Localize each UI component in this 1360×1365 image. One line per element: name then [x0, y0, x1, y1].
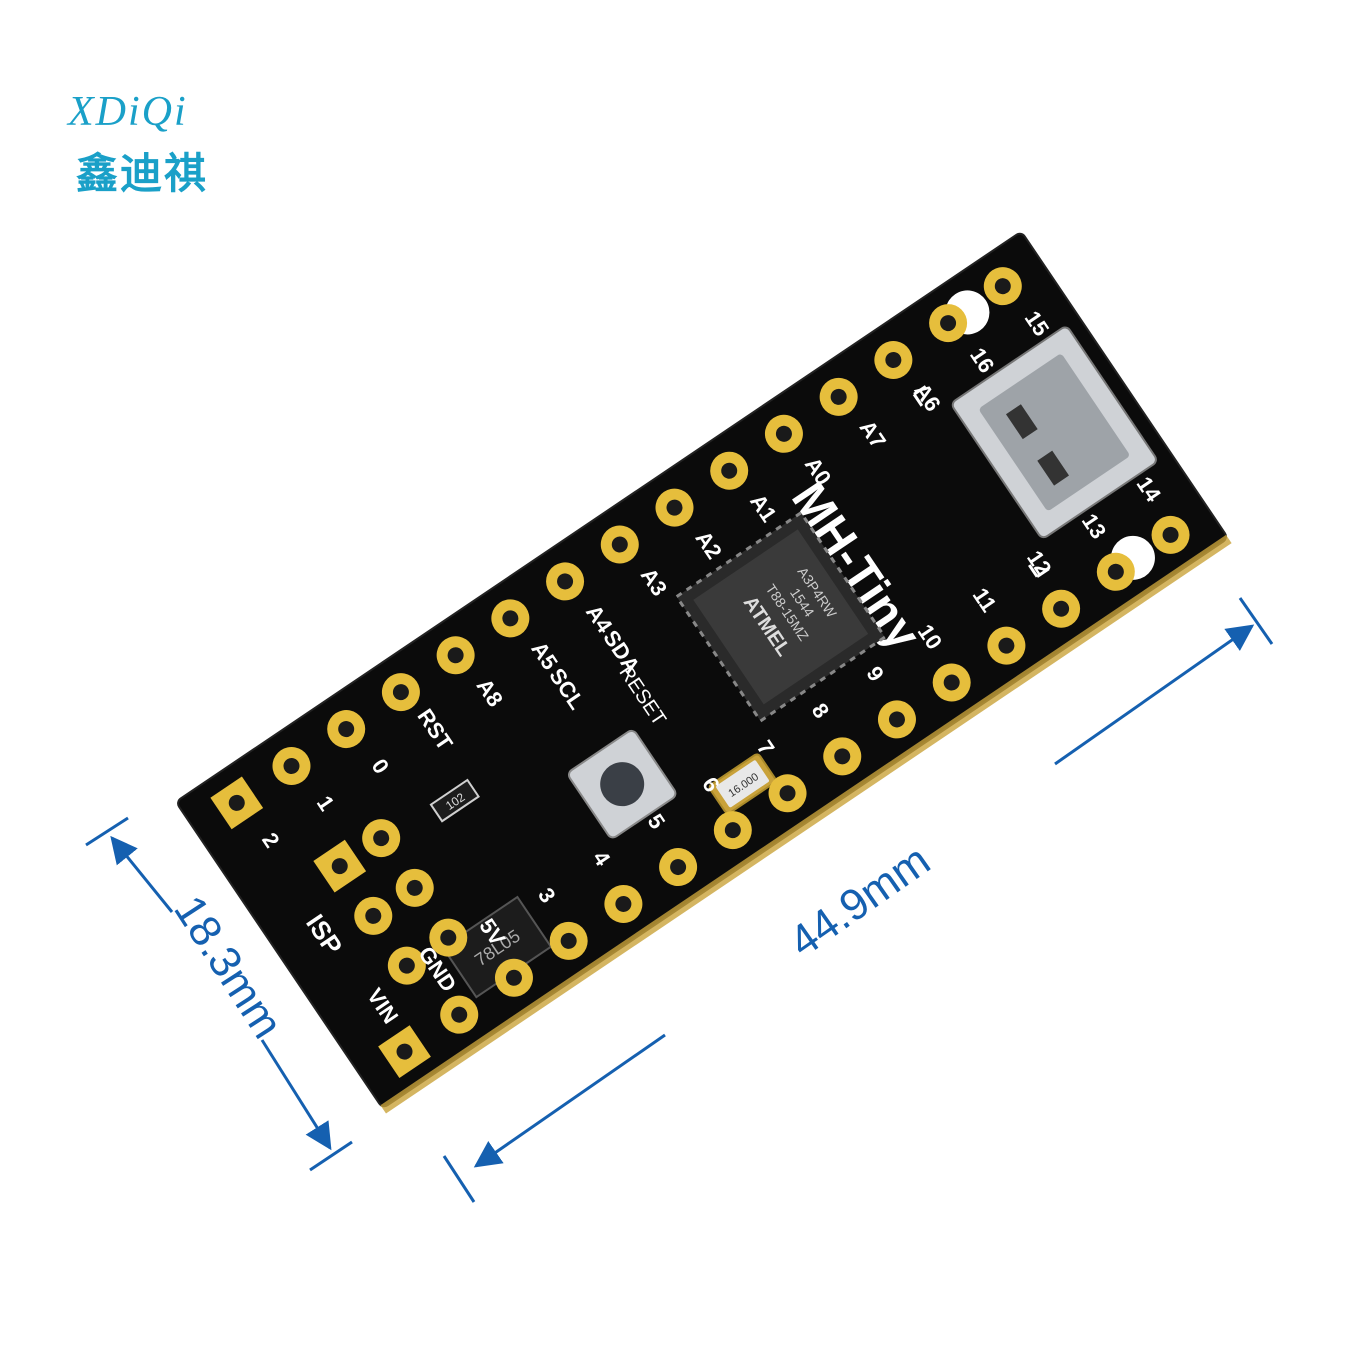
pin-pad-top-hole	[830, 388, 847, 405]
isp-pad-hole	[373, 830, 390, 847]
pin-pad-top-hole	[557, 573, 574, 590]
pin-pad-bottom-hole	[1107, 563, 1124, 580]
pin-pad-bottom-hole	[1162, 526, 1179, 543]
pin-pad-top-hole	[775, 425, 792, 442]
pin-pad-top-hole	[721, 462, 738, 479]
pin-pads	[210, 267, 1190, 1078]
pin-pad-top-hole	[885, 351, 902, 368]
pin-pad-bottom-hole	[670, 859, 687, 876]
resistor: 102	[429, 778, 480, 823]
microcontroller-chip: ATMEL T88-15MZ 1544 A3P4RW	[674, 510, 887, 724]
length-label: 44.9mm	[781, 835, 939, 966]
pin-pad-bottom-hole	[451, 1006, 468, 1023]
isp-pad-hole	[398, 957, 415, 974]
pin-pad-top-hole	[392, 684, 409, 701]
pin-pad-bottom-hole	[888, 711, 905, 728]
pin-pad-bottom-hole	[1053, 600, 1070, 617]
micro-usb-port	[912, 326, 1157, 578]
pin-pad-top-hole	[502, 610, 519, 627]
brand-logo-en: XDiQi	[68, 89, 188, 135]
pin-pad-bottom-hole	[505, 969, 522, 986]
isp-pad-hole	[331, 858, 348, 875]
pin-pad-top-hole	[283, 757, 300, 774]
pin-pad-top-hole	[228, 794, 245, 811]
pin-pad-bottom-hole	[724, 822, 741, 839]
pin-pad-top-hole	[940, 315, 957, 332]
pin-pad-top-hole	[611, 536, 628, 553]
pin-pad-bottom-hole	[779, 785, 796, 802]
pin-pad-bottom-hole	[943, 674, 960, 691]
isp-pad-hole	[365, 907, 382, 924]
brand-logo-cn: 鑫迪祺	[76, 149, 209, 198]
pin-pad-top-hole	[994, 278, 1011, 295]
pin-pad-top-hole	[338, 721, 355, 738]
pin-pad-bottom-hole	[560, 932, 577, 949]
pin-pad-bottom-hole	[998, 637, 1015, 654]
isp-pad-hole	[440, 929, 457, 946]
pin-pad-top-hole	[666, 499, 683, 516]
pin-pad-top-hole	[447, 647, 464, 664]
pin-pad-bottom-hole	[834, 748, 851, 765]
isp-pad-hole	[406, 879, 423, 896]
pcb-board: MH-Tiny ATMEL T88-15MZ 1544 A3P4RW RESET	[177, 232, 1232, 1114]
crystal-oscillator: 16.000	[708, 753, 777, 815]
pin-pad-bottom-hole	[615, 895, 632, 912]
pin-pad-bottom-hole	[396, 1043, 413, 1060]
